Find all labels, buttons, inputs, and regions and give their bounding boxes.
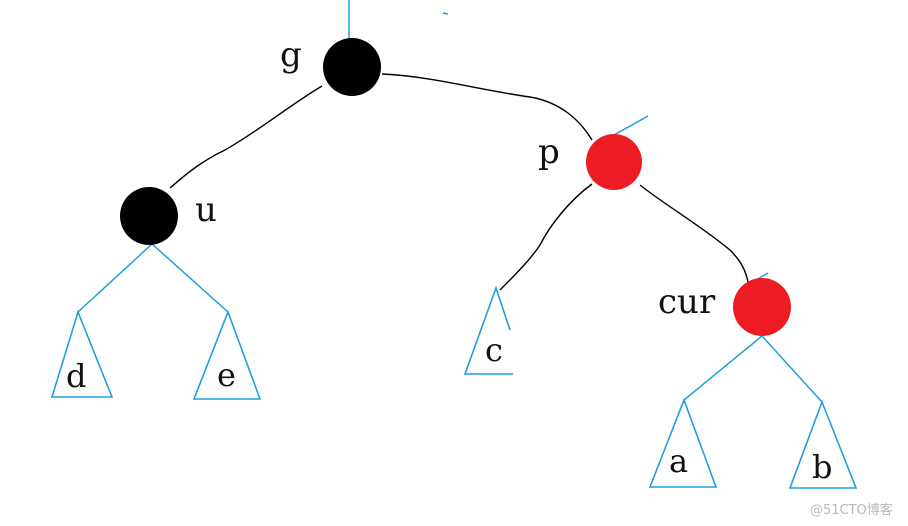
- edge-cur-a: [683, 335, 763, 401]
- node-p: [586, 134, 642, 190]
- node-p-label: p: [538, 132, 560, 172]
- node-u-label: u: [195, 190, 217, 230]
- subtree-c-triangle: [463, 285, 513, 375]
- node-g: [323, 38, 381, 96]
- subtree-d-label: d: [66, 357, 86, 395]
- node-u: [120, 187, 178, 245]
- subtree-a-label: a: [669, 442, 688, 480]
- node-cur: [733, 278, 791, 336]
- p-stub: [613, 115, 649, 136]
- edge-p-cur: [639, 184, 749, 283]
- watermark-text: @51CTO博客: [810, 502, 893, 518]
- subtree-a-triangle: [648, 397, 718, 488]
- edge-g-u: [169, 85, 323, 189]
- subtree-b-label: b: [812, 448, 832, 486]
- subtree-c-label: c: [485, 331, 503, 369]
- node-cur-label: cur: [658, 282, 716, 322]
- node-g-label: g: [280, 35, 302, 75]
- edge-cur-b: [761, 335, 823, 403]
- edge-u-d: [77, 243, 153, 313]
- subtree-b-triangle: [788, 399, 858, 489]
- edge-p-c: [499, 183, 593, 291]
- edge-g-p: [381, 73, 593, 141]
- subtree-d-triangle: [50, 309, 114, 398]
- stray-mark: [442, 12, 449, 15]
- edge-u-e: [151, 243, 229, 313]
- subtree-e-label: e: [217, 356, 236, 394]
- subtree-e-triangle: [192, 309, 262, 400]
